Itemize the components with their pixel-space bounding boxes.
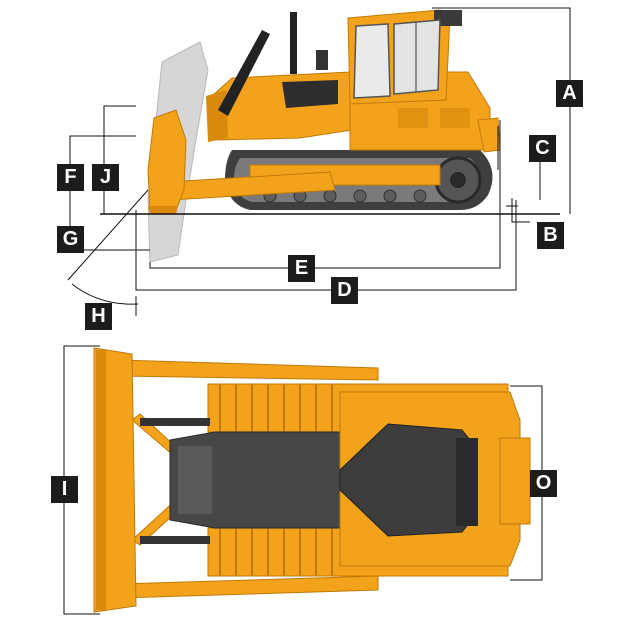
hood-grille (282, 80, 338, 108)
rear-panel-left (398, 108, 428, 128)
dim-label-e: E (288, 255, 315, 282)
dim-label-g: G (57, 226, 84, 253)
tilt-cylinder-lower (140, 536, 210, 544)
dim-label-b: B (537, 222, 564, 249)
blade-top-edge (96, 350, 106, 610)
exhaust-stack (290, 12, 297, 74)
tilt-cylinder-upper (140, 418, 210, 426)
top-view (63, 345, 543, 615)
dim-label-o: O (530, 470, 557, 497)
front-radiator (206, 90, 228, 142)
side-view (67, 7, 571, 316)
cab-rear-window (456, 438, 478, 526)
dimension-lines (67, 7, 571, 316)
dim-label-f: F (57, 164, 84, 191)
dozer-blade (147, 109, 187, 213)
push-arm-top-lower (119, 575, 379, 599)
push-arm-top-upper (119, 359, 379, 381)
rear-panel-right (440, 108, 470, 128)
lift-cylinder (218, 30, 270, 116)
blade-cutting-edge (148, 206, 178, 214)
dim-label-i: I (51, 476, 78, 503)
operator-cab (347, 9, 462, 105)
dim-label-d: D (331, 277, 358, 304)
ripper-top (499, 437, 531, 525)
dim-label-c: C (529, 135, 556, 162)
dim-label-j: J (92, 164, 119, 191)
dim-label-h: H (85, 303, 112, 330)
dim-label-a: A (556, 80, 583, 107)
radiator-top (178, 446, 212, 514)
air-intake (316, 50, 328, 70)
